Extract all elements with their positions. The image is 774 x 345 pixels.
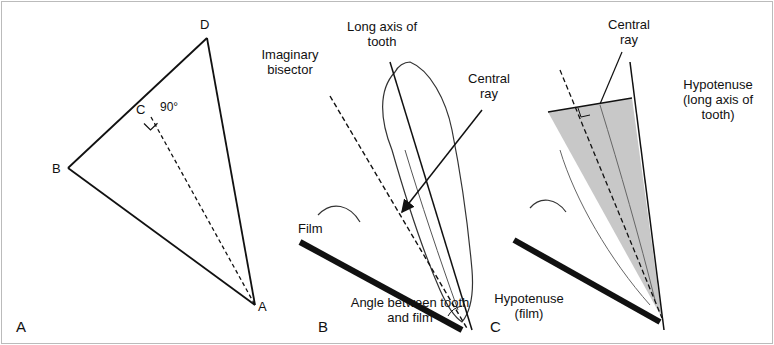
vertex-label: D <box>200 18 220 33</box>
vertex-label: A <box>258 300 274 315</box>
panel-letter: C <box>490 318 510 335</box>
vertex-label: B <box>52 162 68 177</box>
callout-label: Central ray <box>458 72 520 102</box>
panel-letter: B <box>318 318 338 335</box>
vertex-label: C <box>136 103 152 118</box>
callout-label: Imaginary bisector <box>250 48 330 78</box>
callout-label: Hypotenuse (long axis of tooth) <box>670 78 766 123</box>
callout-label: Central ray <box>598 18 660 48</box>
callout-label: Hypotenuse (film) <box>488 292 570 322</box>
angle-label: 90° <box>160 101 194 115</box>
callout-label: Angle between tooth and film <box>350 296 470 326</box>
callout-label: Film <box>298 222 338 237</box>
callout-label: Long axis of tooth <box>340 20 424 50</box>
panel-letter: A <box>16 318 36 335</box>
